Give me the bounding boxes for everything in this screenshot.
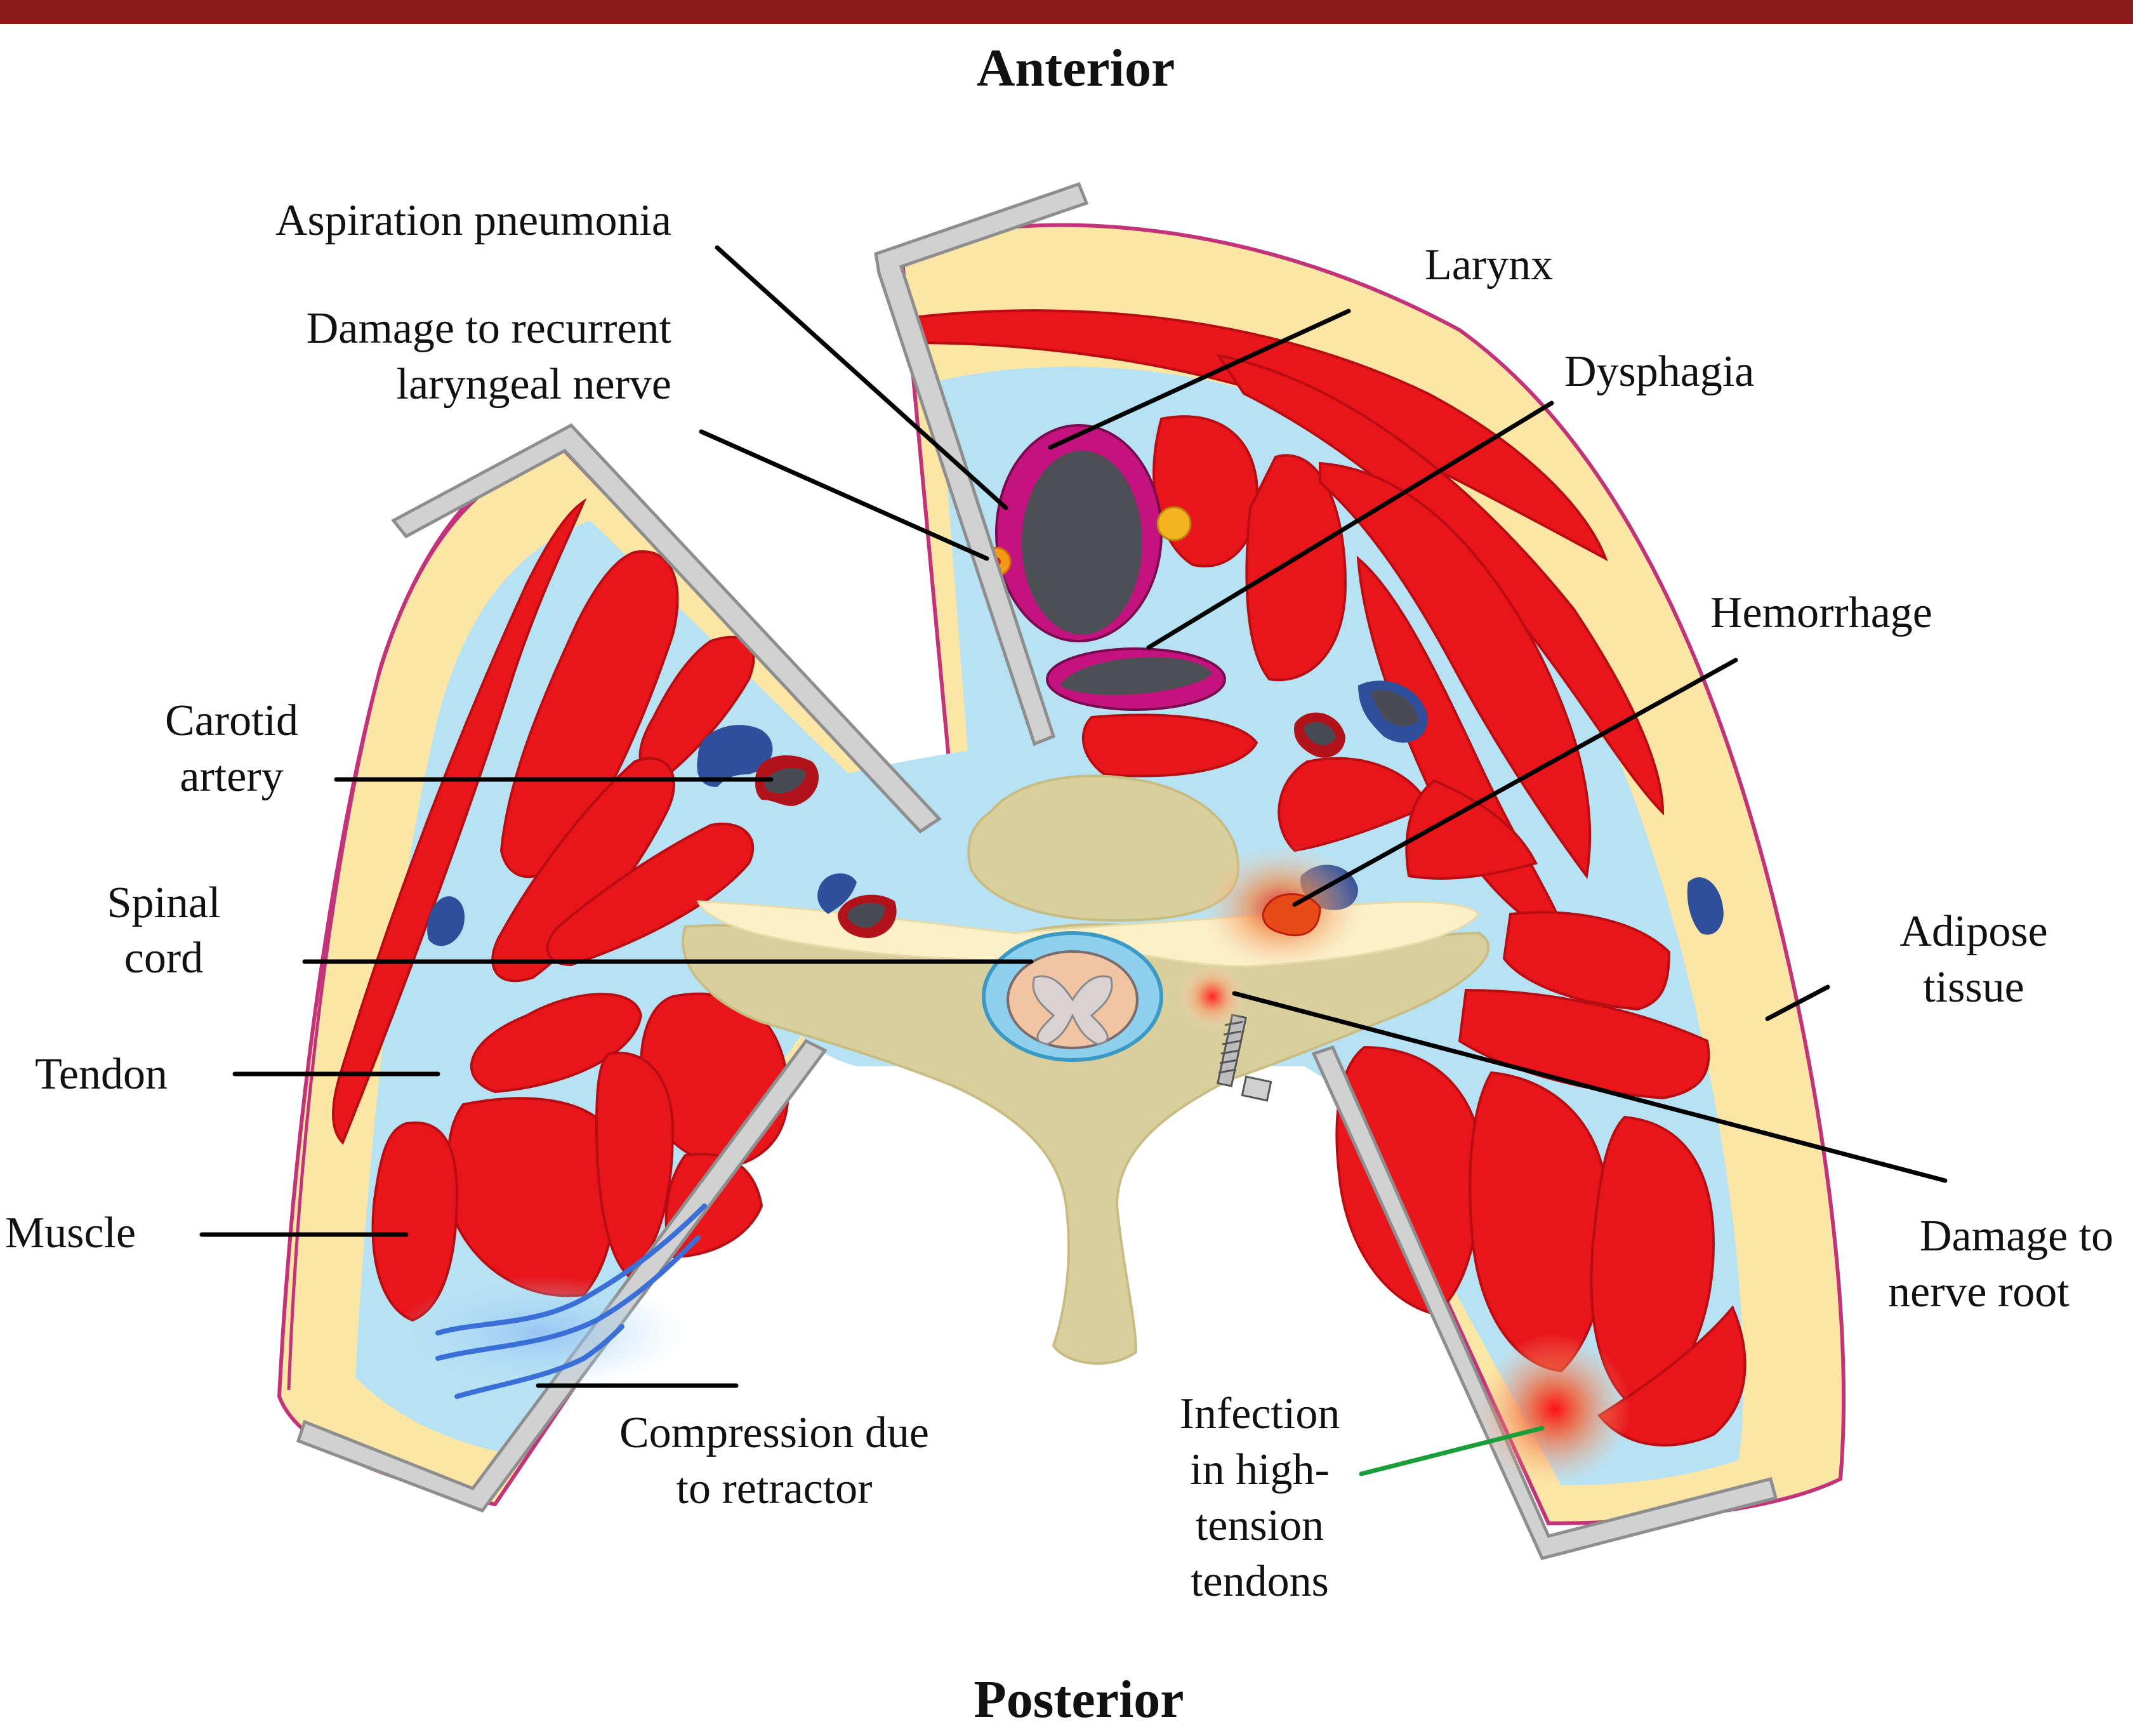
label-infection-4: tendons — [1191, 1557, 1329, 1606]
label-muscle: Muscle — [5, 1209, 136, 1257]
label-hemorrhage: Hemorrhage — [1710, 588, 1932, 637]
top-border-bar — [0, 0, 2133, 24]
label-adipose-2: tissue — [1923, 963, 2024, 1012]
label-carotid-1: Carotid — [165, 696, 298, 745]
label-infection-2: in high- — [1190, 1445, 1330, 1494]
label-infection-1: Infection — [1180, 1389, 1340, 1438]
esophagus — [1047, 649, 1225, 710]
label-compression-1: Compression due — [619, 1408, 929, 1457]
nerve-root-glow — [1177, 962, 1247, 1031]
infection-glow — [1479, 1333, 1631, 1485]
label-compression-2: to retractor — [677, 1464, 873, 1513]
label-infection-3: tension — [1196, 1501, 1324, 1550]
label-tendon: Tendon — [35, 1050, 168, 1099]
screw-head — [1242, 1077, 1271, 1101]
larynx-lumen — [1022, 451, 1142, 635]
label-carotid-2: artery — [180, 752, 283, 801]
label-dysphagia: Dysphagia — [1564, 347, 1754, 396]
thyroid-nodule — [1158, 507, 1191, 540]
label-spinal-2: cord — [124, 934, 203, 983]
label-nerve-root-2: nerve root — [1888, 1268, 2070, 1316]
label-adipose-1: Adipose — [1899, 907, 2047, 956]
label-recurrent-nerve-1: Damage to recurrent — [307, 304, 672, 353]
hemorrhage-vessel — [1263, 894, 1320, 936]
label-larynx: Larynx — [1425, 241, 1553, 289]
label-nerve-root-1: Damage to — [1920, 1212, 2113, 1261]
orientation-posterior: Posterior — [974, 1670, 1184, 1729]
label-aspiration-pneumonia: Aspiration pneumonia — [275, 196, 671, 245]
orientation-anterior: Anterior — [977, 39, 1175, 98]
label-recurrent-nerve-2: laryngeal nerve — [397, 360, 671, 409]
spinal-cord — [984, 933, 1161, 1060]
label-spinal-1: Spinal — [107, 878, 221, 927]
